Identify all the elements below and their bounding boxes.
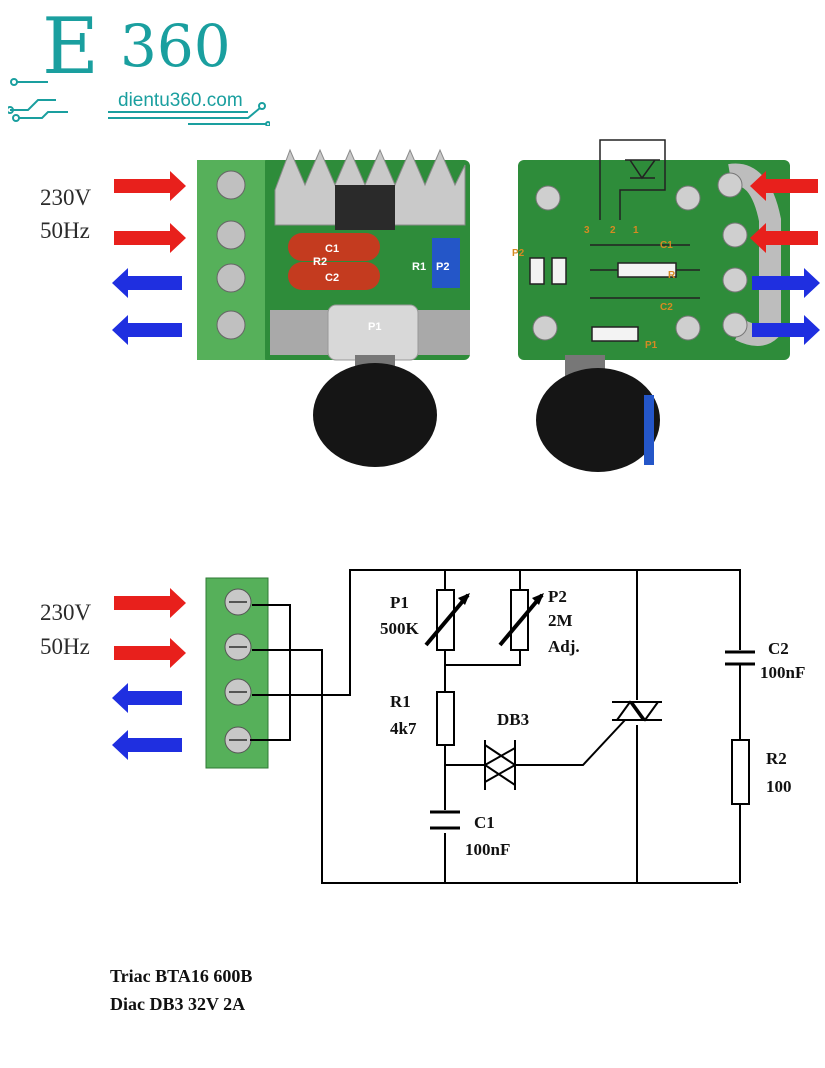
back-pin3-label: 3 bbox=[584, 225, 590, 236]
logo-circuit-traces bbox=[8, 78, 270, 126]
db3-diac bbox=[483, 740, 517, 790]
schematic-input-arrows bbox=[114, 588, 186, 668]
top-input-arrows bbox=[114, 171, 186, 253]
back-input-arrows bbox=[750, 171, 818, 253]
logo-number: 360 bbox=[120, 12, 231, 80]
db3-name: DB3 bbox=[497, 710, 529, 729]
back-r-label: R bbox=[668, 270, 676, 281]
back-board: P2 3 2 1 C1 R C2 P1 bbox=[512, 139, 790, 472]
front-r1-label: R1 bbox=[412, 261, 426, 273]
terminal-block bbox=[205, 577, 269, 769]
triac-note: Triac BTA16 600B bbox=[110, 966, 253, 986]
back-pin2-label: 2 bbox=[610, 225, 616, 236]
back-c1-label: C1 bbox=[660, 240, 673, 251]
c1-capacitor bbox=[430, 810, 460, 830]
module-photos: C1 R2 C2 R1 P2 P1 bbox=[112, 139, 820, 472]
c1-value: 100nF bbox=[465, 840, 510, 859]
bottom-voltage-label: 230V bbox=[40, 600, 92, 625]
front-c1-label: C1 bbox=[325, 243, 339, 255]
p2-potentiometer bbox=[498, 589, 544, 651]
logo-url: dientu360.com bbox=[118, 90, 243, 111]
r2-name: R2 bbox=[766, 749, 787, 768]
r1-name: R1 bbox=[390, 692, 411, 711]
p1-name: P1 bbox=[390, 593, 409, 612]
schematic-wires bbox=[250, 569, 741, 884]
front-p2-label: P2 bbox=[436, 261, 449, 273]
p1-potentiometer bbox=[424, 589, 470, 651]
back-p2-label: P2 bbox=[512, 248, 525, 259]
p1-value: 500K bbox=[380, 619, 420, 638]
logo-mark: E bbox=[42, 2, 99, 92]
back-c2-label: C2 bbox=[660, 302, 673, 313]
r1-value: 4k7 bbox=[390, 719, 417, 738]
component-notes: Triac BTA16 600B Diac DB3 32V 2A bbox=[110, 962, 252, 1018]
r1-resistor bbox=[436, 691, 455, 746]
front-r2-label: R2 bbox=[313, 256, 327, 268]
back-p1-label: P1 bbox=[645, 340, 658, 351]
back-pin1-label: 1 bbox=[633, 225, 639, 236]
back-output-arrows bbox=[752, 268, 820, 345]
c2-name: C2 bbox=[768, 639, 789, 658]
c2-capacitor bbox=[725, 650, 755, 666]
front-c2-label: C2 bbox=[325, 272, 339, 284]
p2-name: P2 bbox=[548, 587, 567, 606]
dimmer-schematic: P1 500K P2 2M Adj. R1 4k7 DB3 C1 100nF C… bbox=[112, 569, 805, 884]
front-p1-label: P1 bbox=[368, 321, 381, 333]
schematic-output-arrows bbox=[112, 683, 182, 760]
top-frequency-label: 50Hz bbox=[40, 218, 90, 243]
diac-note: Diac DB3 32V 2A bbox=[110, 994, 246, 1014]
r2-resistor bbox=[731, 739, 750, 805]
e360-logo: E 360 dientu360.com bbox=[8, 2, 270, 126]
front-board: C1 R2 C2 R1 P2 P1 bbox=[197, 148, 470, 467]
p2-value: 2M bbox=[548, 611, 573, 630]
bottom-frequency-label: 50Hz bbox=[40, 634, 90, 659]
c1-name: C1 bbox=[474, 813, 495, 832]
c2-value: 100nF bbox=[760, 663, 805, 682]
p2-note: Adj. bbox=[548, 637, 580, 656]
top-voltage-label: 230V bbox=[40, 185, 92, 210]
triac bbox=[612, 700, 662, 722]
r2-value: 100 bbox=[766, 777, 792, 796]
top-output-arrows bbox=[112, 268, 182, 345]
